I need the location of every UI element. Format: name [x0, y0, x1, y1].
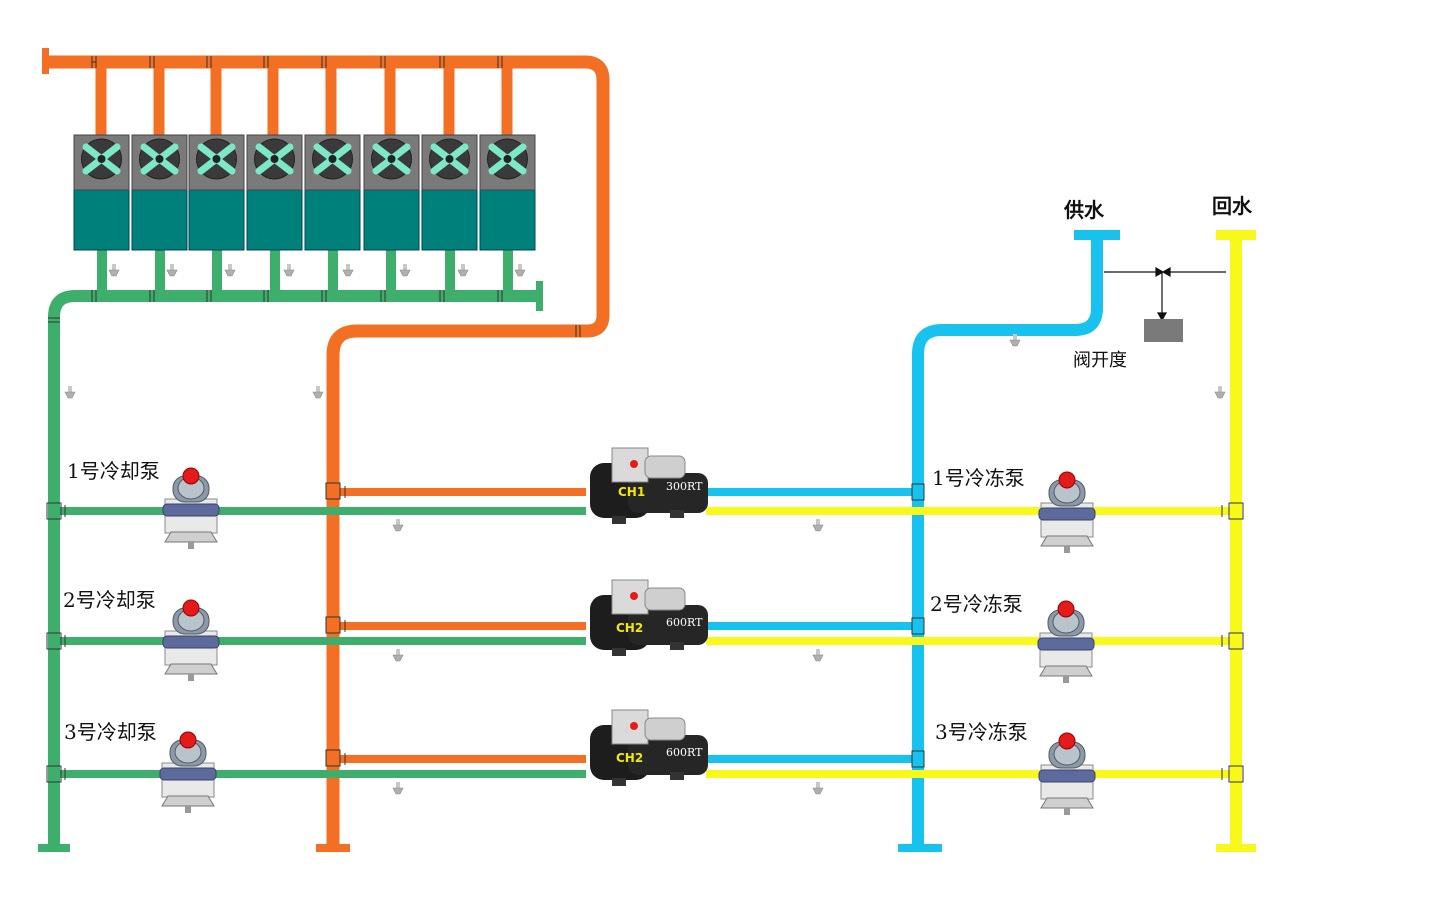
chiller-unit[interactable]: CH1 300RT	[590, 447, 708, 524]
status-lamp	[630, 460, 638, 468]
cooling-pump[interactable]	[162, 467, 220, 550]
chiller-tag: CH2	[616, 751, 643, 765]
cooling-return-end-cap	[536, 281, 543, 311]
cooling-return-header	[48, 290, 540, 848]
cooling-tower[interactable]	[363, 134, 420, 251]
return-water-label: 回水	[1212, 194, 1252, 218]
cooling-tower[interactable]	[246, 134, 303, 251]
status-lamp	[630, 722, 638, 730]
cooling-tower[interactable]	[188, 134, 245, 251]
status-lamp	[1057, 600, 1075, 618]
chiller-capacity: 600RT	[666, 616, 703, 629]
cooling-return-bottom-cap	[38, 844, 70, 852]
chiller-tag: CH2	[616, 621, 643, 635]
cooling-tower[interactable]	[73, 134, 130, 251]
cooling-pump[interactable]	[159, 731, 217, 814]
chilled-pump-3-label: 3号冷冻泵	[935, 720, 1028, 744]
chiller-capacity: 300RT	[666, 480, 703, 493]
branch-pipes	[54, 488, 1236, 778]
pipe-fittings	[46, 482, 1244, 783]
cooling-tower-bank	[73, 134, 536, 251]
supply-header-cap	[1074, 230, 1120, 240]
chilled-supply-bottom-cap	[898, 844, 942, 852]
cooling-tower[interactable]	[479, 134, 536, 251]
chilled-return-bottom-cap	[1216, 844, 1256, 852]
status-lamp	[630, 592, 638, 600]
cooling-supply-end-cap	[42, 48, 49, 74]
cooling-supply-bottom-cap	[316, 844, 350, 852]
valve-opening-box[interactable]	[1144, 319, 1183, 342]
chiller-unit[interactable]: CH2 600RT	[590, 579, 708, 656]
cooling-tower[interactable]	[421, 134, 478, 251]
status-lamp	[182, 599, 200, 617]
chilled-pump-2-label: 2号冷冻泵	[930, 592, 1023, 616]
cooling-pump[interactable]	[162, 599, 220, 682]
chiller-unit[interactable]: CH2 600RT	[590, 709, 708, 786]
chiller-capacity: 600RT	[666, 746, 703, 759]
chilled-pump[interactable]	[1038, 732, 1096, 816]
cooling-pump-3-label: 3号冷却泵	[64, 720, 157, 744]
cooling-tower[interactable]	[304, 134, 361, 251]
valve-opening-label: 阀开度	[1073, 350, 1127, 371]
cooling-tower[interactable]	[131, 134, 188, 251]
status-lamp	[179, 731, 197, 749]
supply-water-label: 供水	[1064, 198, 1104, 222]
bypass-valve-lines	[1104, 266, 1226, 322]
chiller-tag: CH1	[618, 485, 645, 499]
cooling-tower-inlet-risers	[95, 62, 513, 137]
cooling-pump-2-label: 2号冷却泵	[63, 588, 156, 612]
status-lamp	[1058, 471, 1076, 489]
chilled-pump[interactable]	[1038, 471, 1096, 554]
chilled-supply-header	[912, 236, 1103, 848]
cooling-supply-header	[42, 55, 610, 848]
status-lamp	[1058, 732, 1076, 750]
chilled-pump-1-label: 1号冷冻泵	[932, 466, 1025, 490]
cooling-tower-outlet-risers	[97, 248, 513, 296]
chilled-return-header	[1216, 230, 1256, 848]
status-lamp	[182, 467, 200, 485]
cooling-pump-1-label: 1号冷却泵	[67, 459, 160, 483]
tower-valve-markers	[48, 56, 581, 337]
chilled-pump[interactable]	[1037, 600, 1095, 684]
